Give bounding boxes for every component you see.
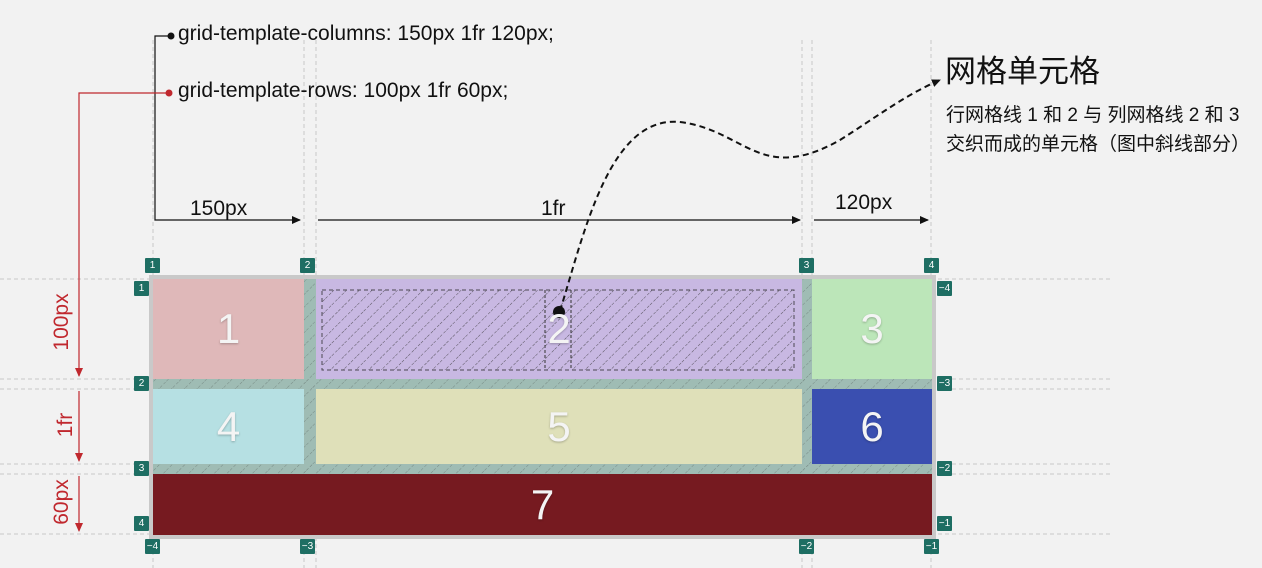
cell-label-1: 1 bbox=[216, 305, 241, 352]
row-size-2: 1fr bbox=[54, 412, 77, 438]
column-line-badge-neg-1: −1 bbox=[924, 539, 939, 554]
callout-origin-dot bbox=[553, 306, 565, 318]
row-line-badge-neg-1: −1 bbox=[937, 516, 952, 531]
cell-label-2: 2 bbox=[547, 305, 571, 352]
cell-label-3: 3 bbox=[860, 305, 884, 352]
cell-4 bbox=[153, 389, 304, 464]
row-line-badge-neg-2: −2 bbox=[937, 461, 952, 476]
cell-5 bbox=[316, 389, 802, 464]
row-line-badge-2: 2 bbox=[134, 376, 149, 391]
grid-template-rows-code: grid-template-rows: 100px 1fr 60px; bbox=[178, 79, 509, 102]
column-line-badge-neg-3: −3 bbox=[300, 539, 315, 554]
row-line-badge-neg-4: −4 bbox=[937, 281, 952, 296]
column-line-badge-3: 3 bbox=[799, 258, 814, 273]
row-size-3: 60px bbox=[50, 479, 73, 525]
cell-7 bbox=[153, 474, 932, 535]
cell-label-7: 7 bbox=[530, 480, 555, 528]
cell-6 bbox=[812, 389, 932, 464]
column-line-badge-1: 1 bbox=[145, 258, 160, 273]
callout-description: 行网格线 1 和 2 与 列网格线 2 和 3 交织而成的单元格（图中斜线部分） bbox=[946, 105, 1251, 155]
grid-template-columns-code: grid-template-columns: 150px 1fr 120px; bbox=[178, 22, 554, 45]
column-size-3: 120px bbox=[835, 191, 893, 214]
cell-3 bbox=[812, 279, 932, 379]
cell-label-6: 6 bbox=[860, 402, 884, 450]
cell-label-4: 4 bbox=[216, 402, 241, 450]
gutter-hatch bbox=[153, 279, 932, 535]
column-line-badge-4: 4 bbox=[924, 258, 939, 273]
callout-title: 网格单元格 bbox=[945, 54, 1100, 89]
column-line-badge-2: 2 bbox=[300, 258, 315, 273]
column-size-2: 1fr bbox=[541, 197, 566, 220]
row-line-badge-3: 3 bbox=[134, 461, 149, 476]
column-line-badge-neg-4: −4 bbox=[145, 539, 160, 554]
row-line-badge-4: 4 bbox=[134, 516, 149, 531]
column-line-badge-neg-2: −2 bbox=[799, 539, 814, 554]
column-size-1: 150px bbox=[190, 197, 248, 220]
row-line-badge-1: 1 bbox=[134, 281, 149, 296]
row-line-badge-neg-3: −3 bbox=[937, 376, 952, 391]
row-size-1: 100px bbox=[50, 293, 73, 351]
hatched-grid-cell bbox=[321, 289, 795, 371]
cell-1 bbox=[153, 279, 304, 379]
code-bracket bbox=[75, 32, 301, 377]
callout-arrow bbox=[559, 79, 941, 312]
cell-label-5: 5 bbox=[547, 402, 571, 450]
